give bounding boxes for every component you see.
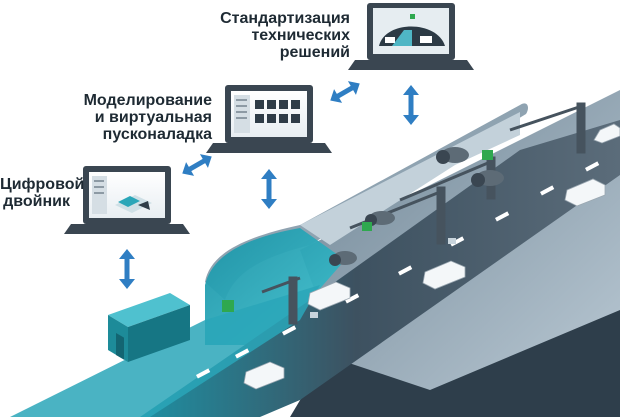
label-standardization-line1: Стандартизация [220, 10, 350, 27]
lane-markings [195, 161, 600, 379]
road-left-lane [10, 285, 320, 417]
tunnel-interior-wall [300, 112, 520, 245]
label-digital-twin-line1: Цифровой [0, 176, 85, 193]
label-standardization: Стандартизация технических решений [180, 10, 350, 61]
label-modeling-line2: и виртуальная пусконаладка [94, 109, 212, 143]
tunnel-illustration [10, 90, 620, 417]
traffic-sign-icon [310, 238, 456, 318]
car-icon [243, 123, 620, 390]
label-standardization-line2: технических решений [251, 27, 350, 61]
emergency-exit-sign-icon [222, 150, 493, 312]
laptop-icon [348, 3, 474, 70]
laptop-icon [206, 85, 332, 153]
building-icon [108, 293, 190, 362]
label-digital-twin: Цифровой двойник [0, 176, 85, 210]
label-modeling: Моделирование и виртуальная пусконаладка [20, 92, 212, 143]
label-modeling-line1: Моделирование [83, 92, 212, 109]
laptop-icon [64, 166, 190, 234]
jet-fan-icon [329, 147, 504, 266]
bidirectional-arrow-icon [119, 81, 419, 289]
label-digital-twin-line2: двойник [3, 193, 70, 210]
